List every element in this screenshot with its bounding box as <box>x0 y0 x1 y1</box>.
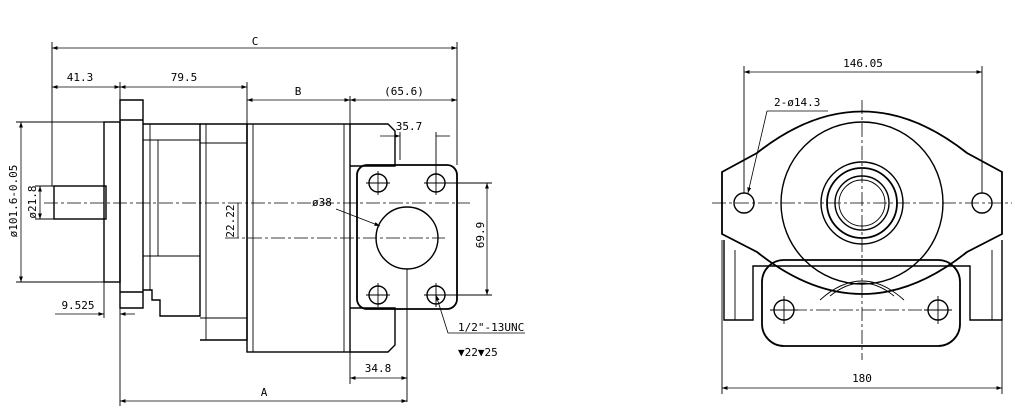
dim-22-22: 22.22 <box>224 204 237 237</box>
dim-34-8: 34.8 <box>365 362 392 375</box>
dim-65-6: (65.6) <box>384 85 424 98</box>
mounting-flange <box>119 99 144 309</box>
dim-B: B <box>295 85 302 98</box>
lower-housing <box>723 240 1003 321</box>
dim-69-9: 69.9 <box>474 222 487 249</box>
dim-A: A <box>261 386 268 399</box>
dim-9-525: 9.525 <box>61 299 94 312</box>
side-view: C 41.3 79.5 B (65.6) 35.7 ø38 22.22 69.9 <box>7 35 525 406</box>
rear-cover <box>350 123 396 167</box>
front-port-flange <box>761 259 961 347</box>
dim-C: C <box>252 35 259 48</box>
dim-35-7: 35.7 <box>396 120 423 133</box>
dim-180: 180 <box>852 372 872 385</box>
thread-callout: 1/2"-13UNC <box>458 321 524 334</box>
dim-101-6: ø101.6-0.05 <box>7 165 20 238</box>
thread-depth: ▼22▼25 <box>458 346 498 359</box>
dim-38: ø38 <box>312 196 332 209</box>
dim-41-3: 41.3 <box>67 71 94 84</box>
shaft <box>53 185 107 220</box>
holes-callout: 2-ø14.3 <box>774 96 820 109</box>
dim-21-8: ø21.8 <box>26 185 39 218</box>
front-cover <box>143 123 201 317</box>
dim-79-5: 79.5 <box>171 71 198 84</box>
dim-146-05: 146.05 <box>843 57 883 70</box>
front-view: 146.05 2-ø14.3 180 <box>712 57 1012 394</box>
